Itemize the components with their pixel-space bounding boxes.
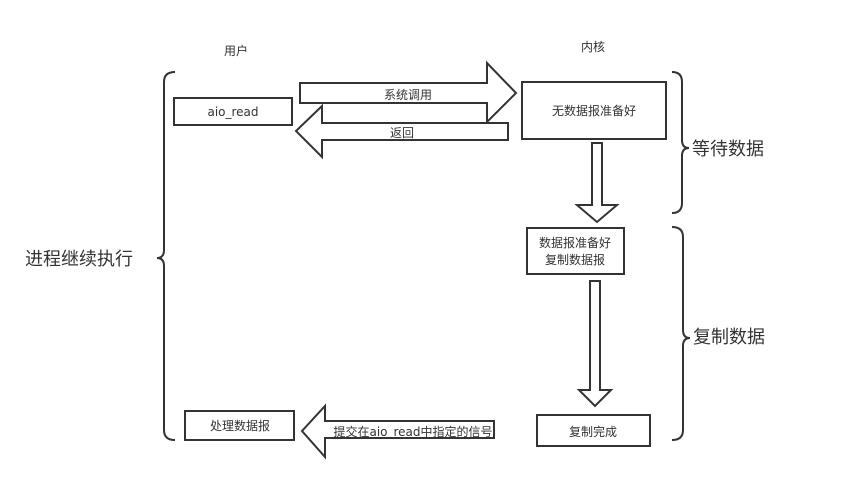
return-arrow xyxy=(294,103,509,160)
header-user: 用户 xyxy=(223,44,249,58)
signal-arrow xyxy=(300,403,495,460)
phase-wait: 等待数据 xyxy=(692,139,764,160)
box-data-ready xyxy=(526,227,625,275)
label-return: 返回 xyxy=(389,126,415,140)
brace-left xyxy=(156,71,176,441)
down-arrow-2 xyxy=(576,280,614,408)
brace-copy xyxy=(671,226,691,441)
label-signal: 提交在aio_read中指定的信号 xyxy=(333,425,493,439)
header-kernel: 内核 xyxy=(580,40,606,54)
syscall-arrow xyxy=(299,60,518,125)
box-copy-done xyxy=(536,414,651,447)
label-syscall: 系统调用 xyxy=(383,88,433,102)
label-aio-read: aio_read xyxy=(207,105,259,119)
label-copy-done: 复制完成 xyxy=(568,425,618,439)
down-arrow-1 xyxy=(574,142,620,224)
phase-copy: 复制数据 xyxy=(693,327,765,348)
label-ready-2: 复制数据报 xyxy=(544,253,606,267)
box-process xyxy=(184,410,295,441)
box-no-data xyxy=(521,81,667,140)
label-no-data: 无数据报准备好 xyxy=(551,104,637,118)
phase-continue: 进程继续执行 xyxy=(25,249,133,270)
brace-wait xyxy=(671,71,690,214)
label-ready-1: 数据报准备好 xyxy=(538,236,612,250)
label-process: 处理数据报 xyxy=(209,419,271,433)
box-aio-read xyxy=(173,97,293,126)
